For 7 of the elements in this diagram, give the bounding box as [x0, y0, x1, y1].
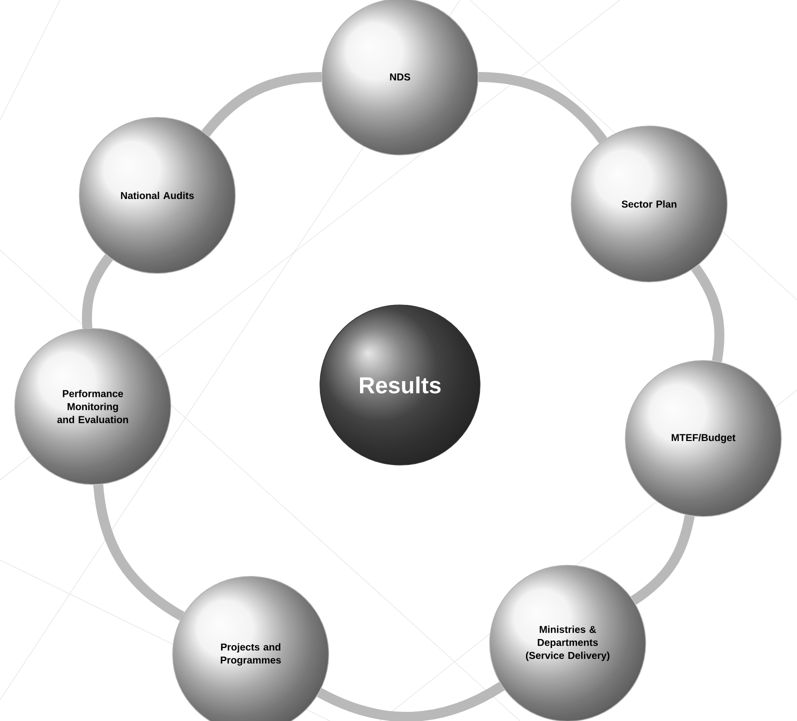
- ring-connector: [82, 254, 114, 329]
- ring-connector: [93, 484, 185, 621]
- ring-connector: [317, 682, 505, 721]
- ring-connector: [691, 264, 724, 362]
- ring-connector: [202, 72, 322, 137]
- ring-connector: [478, 72, 608, 144]
- ring-connector: [630, 514, 695, 605]
